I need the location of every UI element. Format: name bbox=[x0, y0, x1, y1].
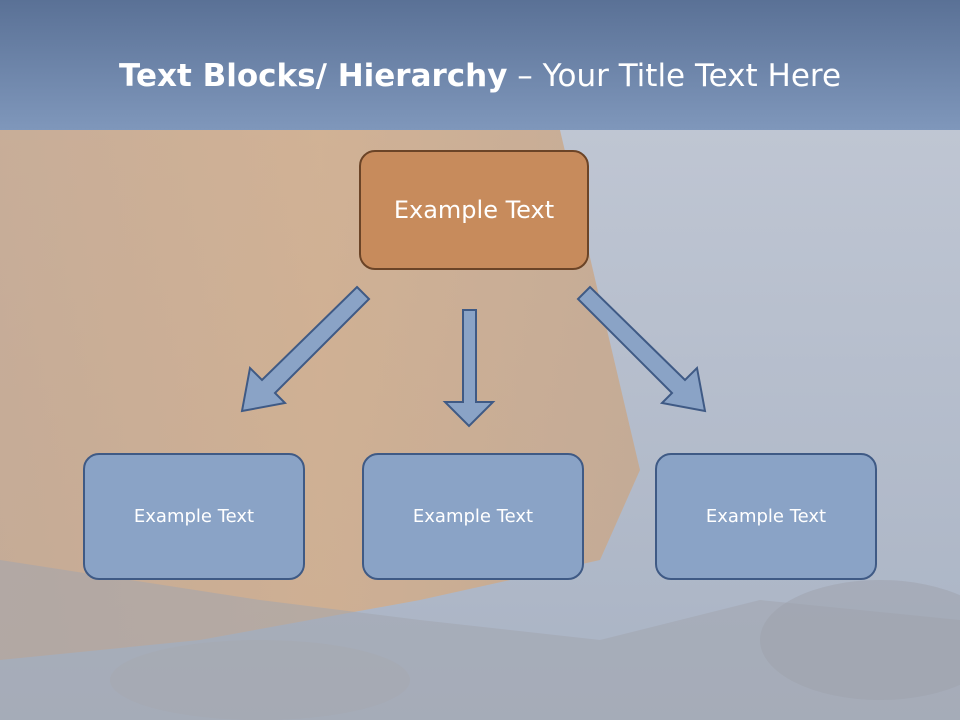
title-bold-part: Text Blocks/ Hierarchy bbox=[118, 58, 508, 94]
top-level-box: Example Text bbox=[359, 150, 589, 270]
title-regular-part: – Your Title Text Here bbox=[507, 58, 842, 94]
arrow-down bbox=[442, 309, 496, 428]
arrow-down-left bbox=[240, 285, 371, 413]
child-box-right: Example Text bbox=[655, 453, 877, 580]
child-box-label: Example Text bbox=[412, 506, 534, 527]
child-box-label: Example Text bbox=[133, 506, 255, 527]
top-level-label: Example Text bbox=[393, 196, 555, 224]
child-box-center: Example Text bbox=[362, 453, 584, 580]
slide-title: Text Blocks/ Hierarchy – Your Title Text… bbox=[0, 50, 960, 102]
child-box-label: Example Text bbox=[705, 506, 827, 527]
child-box-left: Example Text bbox=[83, 453, 305, 580]
arrow-down-right bbox=[576, 285, 707, 413]
